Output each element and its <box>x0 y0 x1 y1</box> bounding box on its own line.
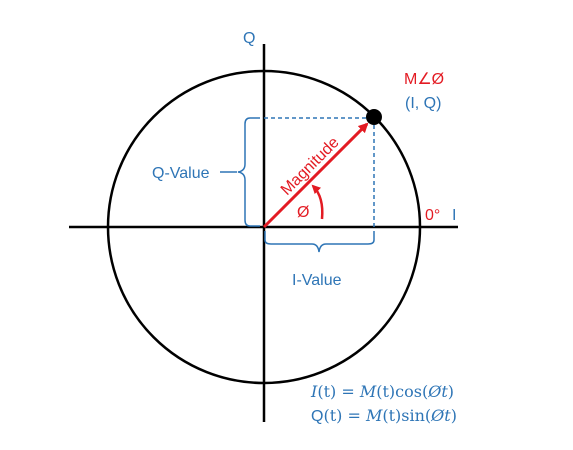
i-value-label: I-Value <box>292 272 342 289</box>
q-value-label: Q-Value <box>152 165 210 182</box>
i-value-brace <box>264 231 375 253</box>
i-axis-label: I <box>452 207 456 224</box>
angle-arc <box>311 184 324 220</box>
iq-point <box>366 109 382 125</box>
q-value-brace <box>237 117 260 227</box>
magnitude-label: Magnitude <box>278 134 343 199</box>
i-equation: I(t) = M(t)cos(Øt) <box>310 382 454 401</box>
q-axis-label: Q <box>243 30 255 47</box>
rect-point-label: (I, Q) <box>405 95 441 112</box>
zero-angle-label: 0° <box>425 207 440 224</box>
q-equation: Q(t) = M(t)sin(Øt) <box>311 406 457 425</box>
polar-point-label: M∠Ø <box>404 71 444 88</box>
angle-symbol-label: Ø <box>297 204 309 221</box>
magnitude-vector <box>262 122 369 229</box>
